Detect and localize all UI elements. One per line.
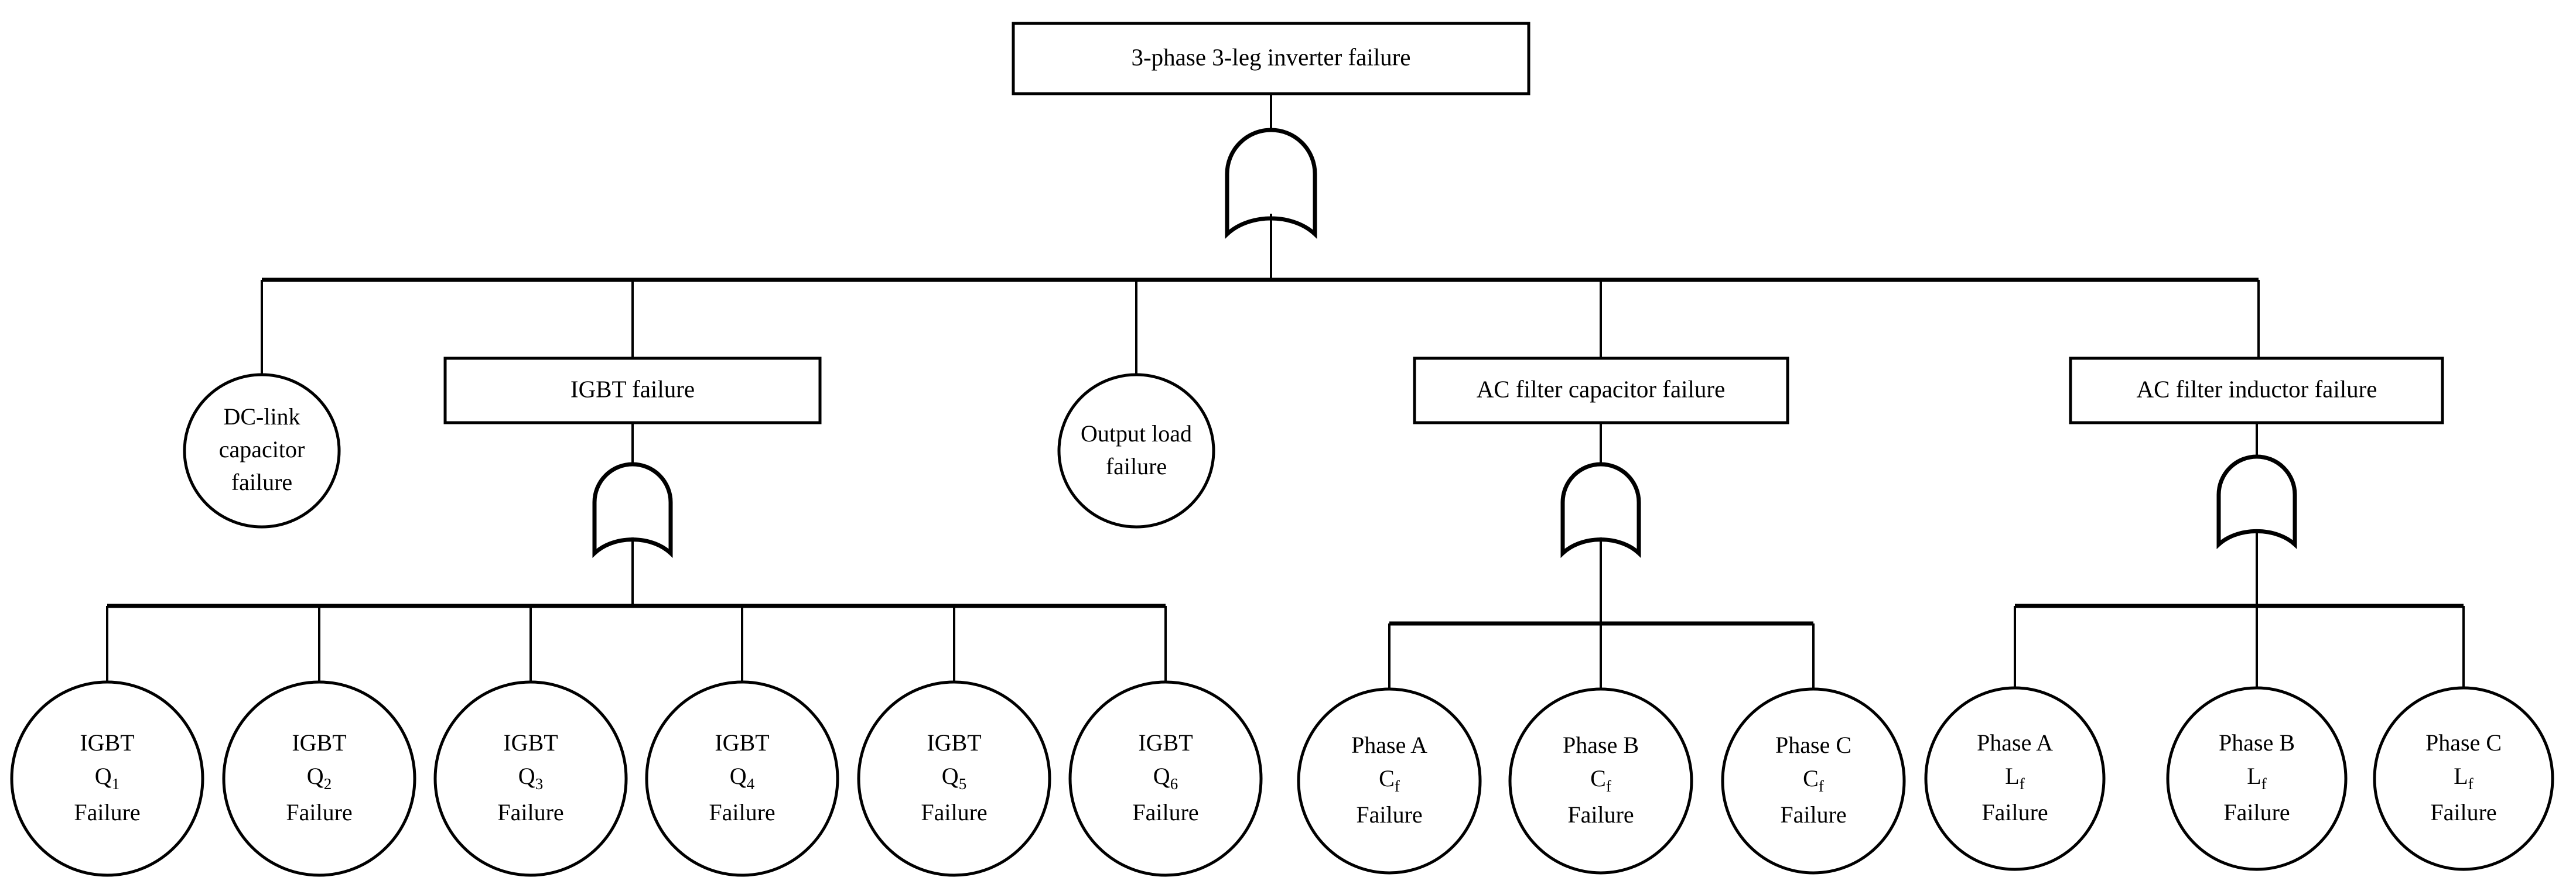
igbt-q5-line-2: Q5 xyxy=(942,763,966,793)
phase-b-lf-line-2: Lf xyxy=(2247,763,2266,793)
or-gate-shape[interactable] xyxy=(1560,462,1641,559)
phase-a-cf-ellipse[interactable] xyxy=(1297,687,1482,875)
node-igbt-q6[interactable]: IGBT Q6 Failure xyxy=(1068,680,1263,877)
phase-a-cf-line-3: Failure xyxy=(1356,801,1422,828)
igbt-q2-ellipse[interactable] xyxy=(222,680,416,877)
phase-c-lf-line-1: Phase C xyxy=(2425,729,2502,756)
top-event-label: 3-phase 3-leg inverter failure xyxy=(1132,43,1411,70)
phase-c-lf-line-3: Failure xyxy=(2430,799,2496,825)
node-igbt-q2[interactable]: IGBT Q2 Failure xyxy=(222,680,416,877)
node-phase-b-cf[interactable]: Phase B Cf Failure xyxy=(1508,687,1693,875)
output-load-line-1: Output load xyxy=(1081,420,1192,447)
igbt-q5-line-1: IGBT xyxy=(927,729,981,756)
igbt-q3-line-3: Failure xyxy=(497,799,563,825)
or-gate-shape[interactable] xyxy=(592,462,673,559)
output-load-ellipse[interactable] xyxy=(1057,373,1215,529)
phase-b-cf-line-3: Failure xyxy=(1567,801,1634,828)
igbt-q1-line-1: IGBT xyxy=(80,729,134,756)
igbt-q5-line-3: Failure xyxy=(921,799,987,825)
phase-b-cf-line-2: Cf xyxy=(1590,765,1611,795)
igbt-q3-line-2: Q3 xyxy=(518,763,543,793)
or-gate-shape[interactable] xyxy=(2216,454,2297,549)
node-igbt-q5[interactable]: IGBT Q5 Failure xyxy=(857,680,1051,877)
dc-link-capacitor-ellipse[interactable] xyxy=(183,373,341,529)
node-phase-a-cf[interactable]: Phase A Cf Failure xyxy=(1297,687,1482,875)
igbt-q6-line-3: Failure xyxy=(1132,799,1198,825)
igbt-q6-line-2: Q6 xyxy=(1153,763,1178,793)
igbt-failure-box[interactable] xyxy=(443,357,822,424)
phase-a-lf-line-1: Phase A xyxy=(1977,729,2053,756)
igbt-q6-ellipse[interactable] xyxy=(1068,680,1263,877)
igbt-q5-ellipse[interactable] xyxy=(857,680,1051,877)
node-igbt-q4[interactable]: IGBT Q4 Failure xyxy=(645,680,839,877)
igbt-q3-line-1: IGBT xyxy=(503,729,558,756)
phase-a-cf-line-2: Cf xyxy=(1379,765,1400,795)
igbt-q1-line-3: Failure xyxy=(74,799,140,825)
ac-filter-inductor-box[interactable] xyxy=(2069,357,2444,424)
or-gate-shape[interactable] xyxy=(1225,128,1317,239)
igbt-q1-line-2: Q1 xyxy=(95,763,119,793)
top-event-box[interactable] xyxy=(1012,22,1530,95)
output-load-line-2: failure xyxy=(1106,453,1167,479)
phase-c-lf-line-2: Lf xyxy=(2454,763,2473,793)
capacitor-or-gate[interactable] xyxy=(1560,462,1641,559)
igbt-q3-ellipse[interactable] xyxy=(433,680,628,877)
node-phase-c-lf[interactable]: Phase C Lf Failure xyxy=(2373,686,2554,871)
node-ac-filter-inductor-failure[interactable]: AC filter inductor failure xyxy=(2069,357,2444,424)
phase-b-cf-line-1: Phase B xyxy=(1563,732,1639,758)
ac-filter-inductor-label: AC filter inductor failure xyxy=(2136,375,2377,402)
ac-filter-capacitor-label: AC filter capacitor failure xyxy=(1477,375,1726,402)
phase-a-lf-line-2: Lf xyxy=(2005,763,2024,793)
dc-link-capacitor-line-3: failure xyxy=(231,469,292,495)
dc-link-capacitor-line-1: DC-link xyxy=(223,403,300,430)
node-igbt-failure[interactable]: IGBT failure xyxy=(443,357,822,424)
igbt-q4-line-2: Q4 xyxy=(730,763,755,793)
node-phase-a-lf[interactable]: Phase A Lf Failure xyxy=(1924,686,2106,871)
phase-a-cf-line-1: Phase A xyxy=(1351,732,1427,758)
igbt-q2-line-3: Failure xyxy=(286,799,352,825)
node-phase-b-lf[interactable]: Phase B Lf Failure xyxy=(2166,686,2348,871)
phase-c-cf-line-3: Failure xyxy=(1780,801,1846,828)
top-event-node[interactable]: 3-phase 3-leg inverter failure xyxy=(1012,22,1530,95)
node-igbt-q1[interactable]: IGBT Q1 Failure xyxy=(10,680,204,877)
igbt-q6-line-1: IGBT xyxy=(1138,729,1193,756)
igbt-q1-ellipse[interactable] xyxy=(10,680,204,877)
phase-b-lf-line-3: Failure xyxy=(2223,799,2290,825)
phase-b-lf-ellipse[interactable] xyxy=(2166,686,2348,871)
inductor-or-gate[interactable] xyxy=(2216,454,2297,549)
phase-c-lf-ellipse[interactable] xyxy=(2373,686,2554,871)
node-igbt-q3[interactable]: IGBT Q3 Failure xyxy=(433,680,628,877)
node-ac-filter-capacitor-failure[interactable]: AC filter capacitor failure xyxy=(1413,357,1789,424)
igbt-or-gate[interactable] xyxy=(592,462,673,559)
igbt-q2-line-2: Q2 xyxy=(307,763,332,793)
igbt-failure-label: IGBT failure xyxy=(570,375,695,402)
phase-b-cf-ellipse[interactable] xyxy=(1508,687,1693,875)
top-or-gate[interactable] xyxy=(1225,128,1317,239)
igbt-q4-line-3: Failure xyxy=(709,799,775,825)
node-phase-c-cf[interactable]: Phase C Cf Failure xyxy=(1721,687,1906,875)
phase-c-cf-line-2: Cf xyxy=(1803,765,1824,795)
phase-a-lf-ellipse[interactable] xyxy=(1924,686,2106,871)
igbt-q4-ellipse[interactable] xyxy=(645,680,839,877)
node-output-load-failure[interactable]: Output load failure xyxy=(1057,373,1215,529)
phase-b-lf-line-1: Phase B xyxy=(2219,729,2295,756)
phase-c-cf-line-1: Phase C xyxy=(1775,732,1851,758)
igbt-q4-line-1: IGBT xyxy=(715,729,769,756)
node-dc-link-capacitor-failure[interactable]: DC-link capacitor failure xyxy=(183,373,341,529)
phase-c-cf-ellipse[interactable] xyxy=(1721,687,1906,875)
phase-a-lf-line-3: Failure xyxy=(1981,799,2048,825)
dc-link-capacitor-line-2: capacitor xyxy=(219,436,305,462)
igbt-q2-line-1: IGBT xyxy=(292,729,346,756)
